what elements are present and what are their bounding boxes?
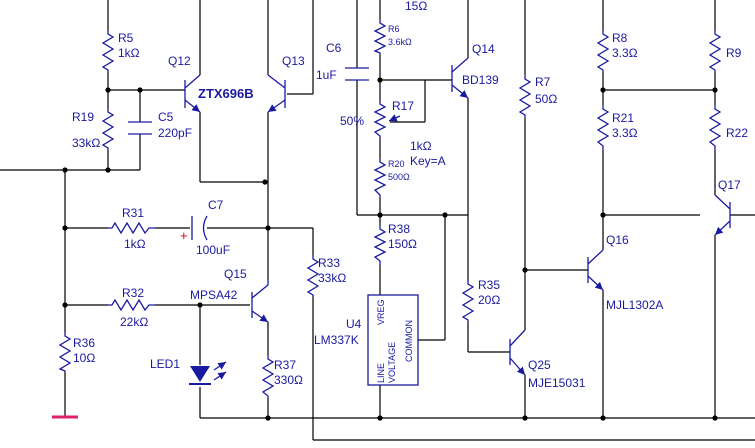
resistor-r35 <box>461 280 475 322</box>
r17-setting: 50% <box>340 114 364 128</box>
transistor-q13 <box>267 74 286 113</box>
r5-ref: R5 <box>118 31 134 45</box>
resistor-r5 <box>101 30 115 72</box>
u4-pin-vreg: VREG <box>376 299 386 325</box>
u4-part: LM337K <box>314 333 359 347</box>
q25-ref: Q25 <box>528 358 551 372</box>
r8-ref: R8 <box>612 31 628 45</box>
q25-part: MJE15031 <box>528 376 586 390</box>
r17-ref: R17 <box>392 99 414 113</box>
r20-value: 500Ω <box>388 172 410 182</box>
q16-part: MJL1302A <box>606 298 663 312</box>
r17-value: 1kΩ <box>410 139 432 153</box>
resistor-r6 <box>373 20 387 55</box>
r37-ref: R37 <box>274 358 296 372</box>
q16-ref: Q16 <box>606 233 629 247</box>
r5-value: 1kΩ <box>118 46 140 60</box>
q14-part: BD139 <box>462 73 499 87</box>
resistor-r19 <box>101 108 115 150</box>
r31-ref: R31 <box>122 206 144 220</box>
led1-ref: LED1 <box>150 357 180 371</box>
q15-ref: Q15 <box>224 267 247 281</box>
q17-ref: Q17 <box>718 178 741 192</box>
r21-ref: R21 <box>612 111 634 125</box>
c7-ref: C7 <box>208 198 224 212</box>
transistor-q16 <box>587 249 604 291</box>
capacitor-c5 <box>128 121 152 135</box>
u4-pin-voltage: VOLTAGE <box>387 342 397 383</box>
transistor-q14 <box>451 57 469 99</box>
c7-polarity: + <box>180 228 188 243</box>
resistor-r38 <box>373 225 387 265</box>
c6-value: 1uF <box>316 68 337 82</box>
q13-ref: Q13 <box>282 54 305 68</box>
u4-pin-common: COMMON <box>404 320 414 362</box>
led-led1 <box>189 361 227 385</box>
r20-ref: R20 <box>388 159 405 169</box>
resistor-r17 <box>373 100 401 140</box>
transistor-q25 <box>509 329 526 376</box>
transistor-q15 <box>251 280 269 323</box>
r32-value: 22kΩ <box>120 315 148 329</box>
u4-pin-line: LINE <box>376 363 386 383</box>
transistor-q12 <box>184 74 201 113</box>
resistor-r20 <box>373 158 387 198</box>
r7-ref: R7 <box>535 75 551 89</box>
r36-ref: R36 <box>73 336 95 350</box>
c7-value: 100uF <box>196 243 230 257</box>
u4-ref: U4 <box>346 317 362 331</box>
r22-ref: R22 <box>726 126 748 140</box>
r35-ref: R35 <box>478 278 500 292</box>
q12-ref: Q12 <box>168 54 191 68</box>
c5-ref: C5 <box>158 110 174 124</box>
r36-value: 10Ω <box>73 351 95 365</box>
r35-value: 20Ω <box>478 293 500 307</box>
regulator-u4 <box>367 294 419 386</box>
r38-value: 150Ω <box>388 237 417 251</box>
q12-q13-part: ZTX696B <box>198 86 254 101</box>
c5-value: 220pF <box>158 126 192 140</box>
r21-value: 3.3Ω <box>612 126 638 140</box>
q15-part: MPSA42 <box>190 288 238 302</box>
resistor-r32 <box>108 298 155 312</box>
resistor-r9 <box>708 30 722 72</box>
c6-ref: C6 <box>326 41 342 55</box>
resistor-r7 <box>518 75 532 118</box>
resistor-r8 <box>596 30 610 72</box>
q14-ref: Q14 <box>472 42 495 56</box>
r7-value: 50Ω <box>535 92 557 106</box>
resistor-r22 <box>708 105 722 150</box>
r33-value: 33kΩ <box>318 271 346 285</box>
r19-value: 33kΩ <box>72 136 100 150</box>
top-value: 15Ω <box>405 0 427 13</box>
resistor-r36 <box>58 332 72 372</box>
resistor-r21 <box>596 105 610 150</box>
r33-ref: R33 <box>318 256 340 270</box>
r9-ref: R9 <box>726 46 742 60</box>
r32-ref: R32 <box>122 286 144 300</box>
resistor-r31 <box>108 221 155 235</box>
r8-value: 3.3Ω <box>612 46 638 60</box>
r38-ref: R38 <box>388 222 410 236</box>
r31-value: 1kΩ <box>124 237 146 251</box>
transistor-q17 <box>714 194 731 236</box>
r6-ref: R6 <box>388 24 400 34</box>
labels: R5 1kΩ R19 33kΩ C5 220pF Q12 Q13 ZTX696B… <box>72 0 748 390</box>
resistor-r37 <box>261 355 275 398</box>
junctions <box>62 77 718 421</box>
capacitor-c7 <box>191 215 208 241</box>
r17-key: Key=A <box>410 154 446 168</box>
resistor-r33 <box>306 255 320 297</box>
capacitor-c6 <box>345 67 369 81</box>
r37-value: 330Ω <box>274 373 303 387</box>
r19-ref: R19 <box>72 110 94 124</box>
r6-value: 3.6kΩ <box>388 37 412 47</box>
